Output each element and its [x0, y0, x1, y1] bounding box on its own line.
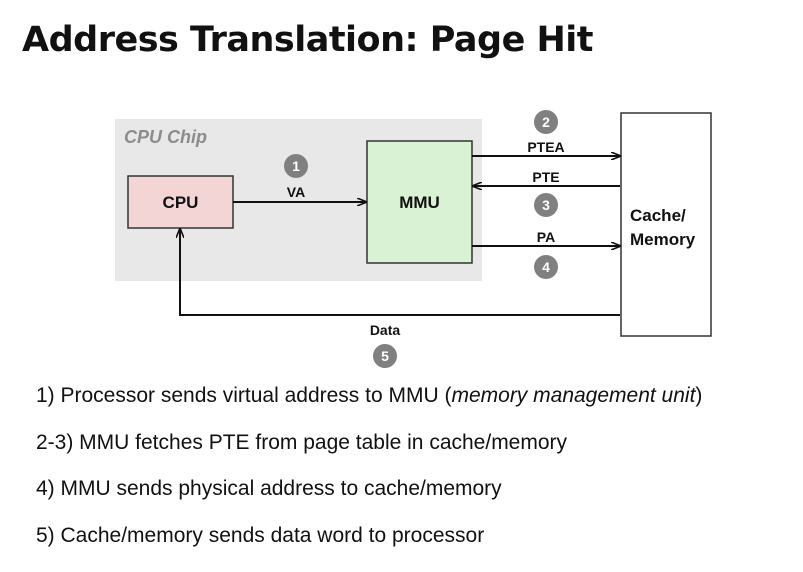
pte-label: PTE	[532, 169, 559, 185]
step-4-text: 4) MMU sends physical address to cache/m…	[36, 477, 502, 500]
data-arrow	[180, 229, 620, 316]
step-2-3-text: 2-3) MMU fetches PTE from page table in …	[36, 430, 568, 454]
pa-label: PA	[537, 229, 555, 245]
step-marker-5	[373, 344, 397, 368]
step-marker-4	[534, 255, 558, 279]
step-marker-3	[534, 193, 558, 217]
steps-list: 1) Processor sends virtual address to MM…	[36, 382, 702, 568]
ptea-label: PTEA	[527, 139, 564, 155]
data-label: Data	[370, 322, 401, 338]
step-marker-1	[284, 154, 308, 178]
step-marker-3-number: 3	[542, 197, 550, 213]
step-1-main: 1) Processor sends virtual address to MM…	[36, 384, 452, 407]
step-marker-4-number: 4	[542, 259, 550, 275]
cache-memory-box	[620, 112, 712, 337]
step-1-italic: memory management unit	[451, 384, 696, 407]
mmu-label: MMU	[399, 193, 440, 212]
va-label: VA	[287, 184, 305, 200]
cpu-chip-label: CPU Chip	[124, 127, 207, 147]
cache-memory-label-line2: Memory	[630, 230, 696, 249]
step-marker-2	[534, 110, 558, 134]
cpu-label: CPU	[163, 193, 199, 212]
step-5-text: 5) Cache/memory sends data word to proce…	[36, 523, 485, 547]
page-title: Address Translation: Page Hit	[22, 20, 594, 60]
mmu-box	[366, 140, 473, 264]
step-1-after: )	[695, 384, 703, 407]
cache-memory-label-line1: Cache/	[630, 206, 686, 225]
step-marker-1-number: 1	[292, 158, 300, 174]
step-marker-5-number: 5	[381, 348, 389, 364]
step-marker-2-number: 2	[542, 114, 550, 130]
step-1-text: 1) Processor sends virtual address to MM…	[36, 382, 702, 429]
